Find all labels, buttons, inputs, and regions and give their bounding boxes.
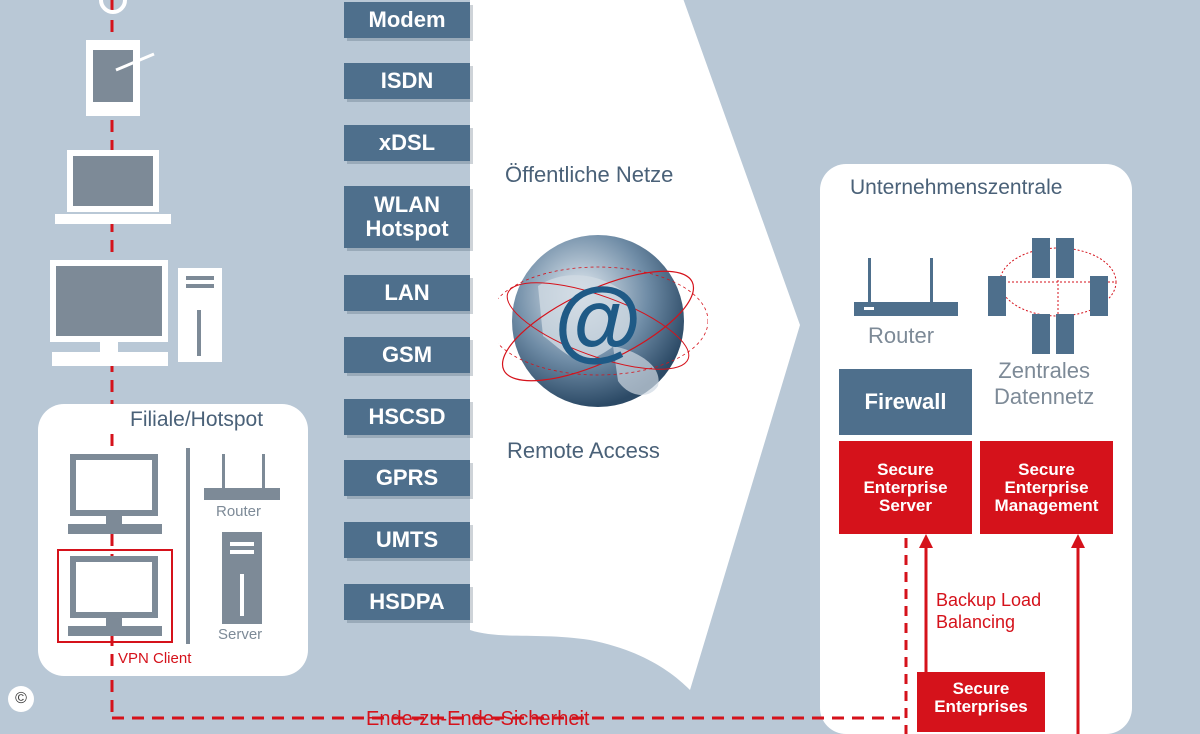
hq-router-label: Router bbox=[868, 323, 935, 348]
public-networks-label: Öffentliche Netze bbox=[505, 162, 674, 187]
network-gprs: GPRS bbox=[344, 460, 470, 496]
network-isdn: ISDN bbox=[344, 63, 470, 99]
hq-title: Unternehmenszentrale bbox=[850, 176, 1063, 199]
branch-title: Filiale/Hotspot bbox=[130, 408, 264, 431]
secure-enterprise-server-box: Secure Enterprise Server bbox=[839, 441, 972, 534]
network-umts: UMTS bbox=[344, 522, 470, 558]
network-hscsd: HSCSD bbox=[344, 399, 470, 435]
network-gsm: GSM bbox=[344, 337, 470, 373]
vpn-client-label: VPN Client bbox=[118, 650, 192, 667]
remote-access-label: Remote Access bbox=[507, 438, 660, 463]
phone-icon bbox=[99, 0, 127, 14]
data-network-label: Zentrales Datennetz bbox=[994, 358, 1095, 409]
svg-text:@: @ bbox=[554, 270, 642, 370]
network-wlan-hotspot: WLAN Hotspot bbox=[344, 186, 470, 248]
firewall-box: Firewall bbox=[839, 369, 972, 435]
e2e-connector bbox=[112, 716, 900, 720]
branch-server-label: Server bbox=[218, 626, 263, 643]
secure-enterprise-management-box: Secure Enterprise Management bbox=[980, 441, 1113, 534]
globe-at-icon: @ bbox=[498, 235, 708, 407]
branch-router-label: Router bbox=[216, 503, 262, 520]
branch-devices bbox=[57, 434, 280, 666]
hq-devices bbox=[854, 238, 1117, 734]
pda-icon bbox=[86, 40, 155, 116]
network-xdsl: xDSL bbox=[344, 125, 470, 161]
network-hsdpa: HSDPA bbox=[344, 584, 470, 620]
copyright-badge: © bbox=[8, 686, 34, 712]
desktop-pc-icon bbox=[50, 260, 222, 366]
laptop-icon bbox=[55, 150, 171, 224]
backup-load-balancing-label: Backup Load Balancing bbox=[936, 590, 1042, 632]
network-modem: Modem bbox=[344, 2, 470, 38]
network-lan: LAN bbox=[344, 275, 470, 311]
